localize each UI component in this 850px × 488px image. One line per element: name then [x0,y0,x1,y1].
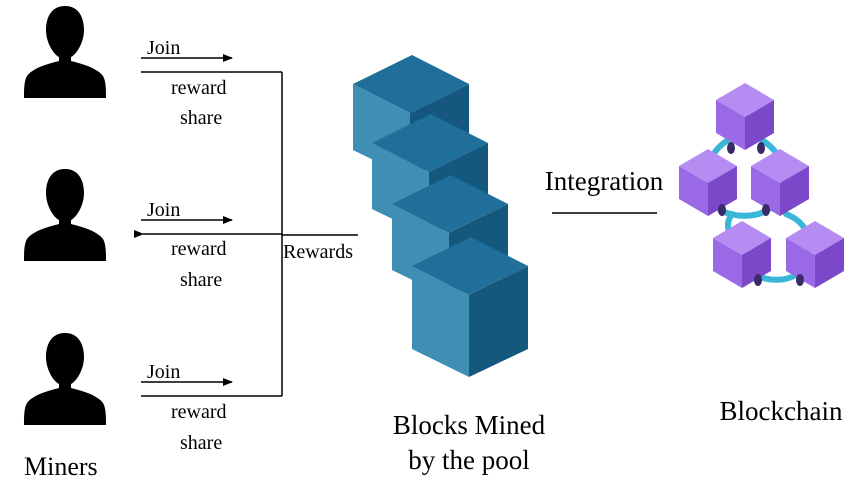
join-label-3: Join [147,361,180,383]
pool-label-line1: Blocks Mined [393,410,546,440]
reward-label-2: reward [171,238,227,260]
reward-label-3: reward [171,401,227,423]
chain-cube-2 [679,149,737,216]
join-label-1: Join [147,37,180,59]
share-label-2: share [180,269,222,291]
miner-1-icon [24,6,106,98]
integration-label: Integration [545,166,664,196]
pool-label-line2: by the pool [408,445,530,475]
join-label-2: Join [147,199,180,221]
miner-3-icon [24,333,106,425]
share-label-1: share [180,107,222,129]
reward-label-1: reward [171,77,227,99]
connector-lines [134,54,358,397]
pool-cube-4 [412,237,528,377]
linked-cubes-icon [679,83,844,288]
miner-2-icon [24,169,106,261]
blockchain-label: Blockchain [720,396,843,426]
miners-label: Miners [24,452,98,481]
rewards-label: Rewards [283,241,353,263]
chain-link-holes [718,142,804,286]
stacked-cubes-icon [353,55,528,377]
share-label-3: share [180,432,222,454]
chain-cube-3 [751,149,809,216]
